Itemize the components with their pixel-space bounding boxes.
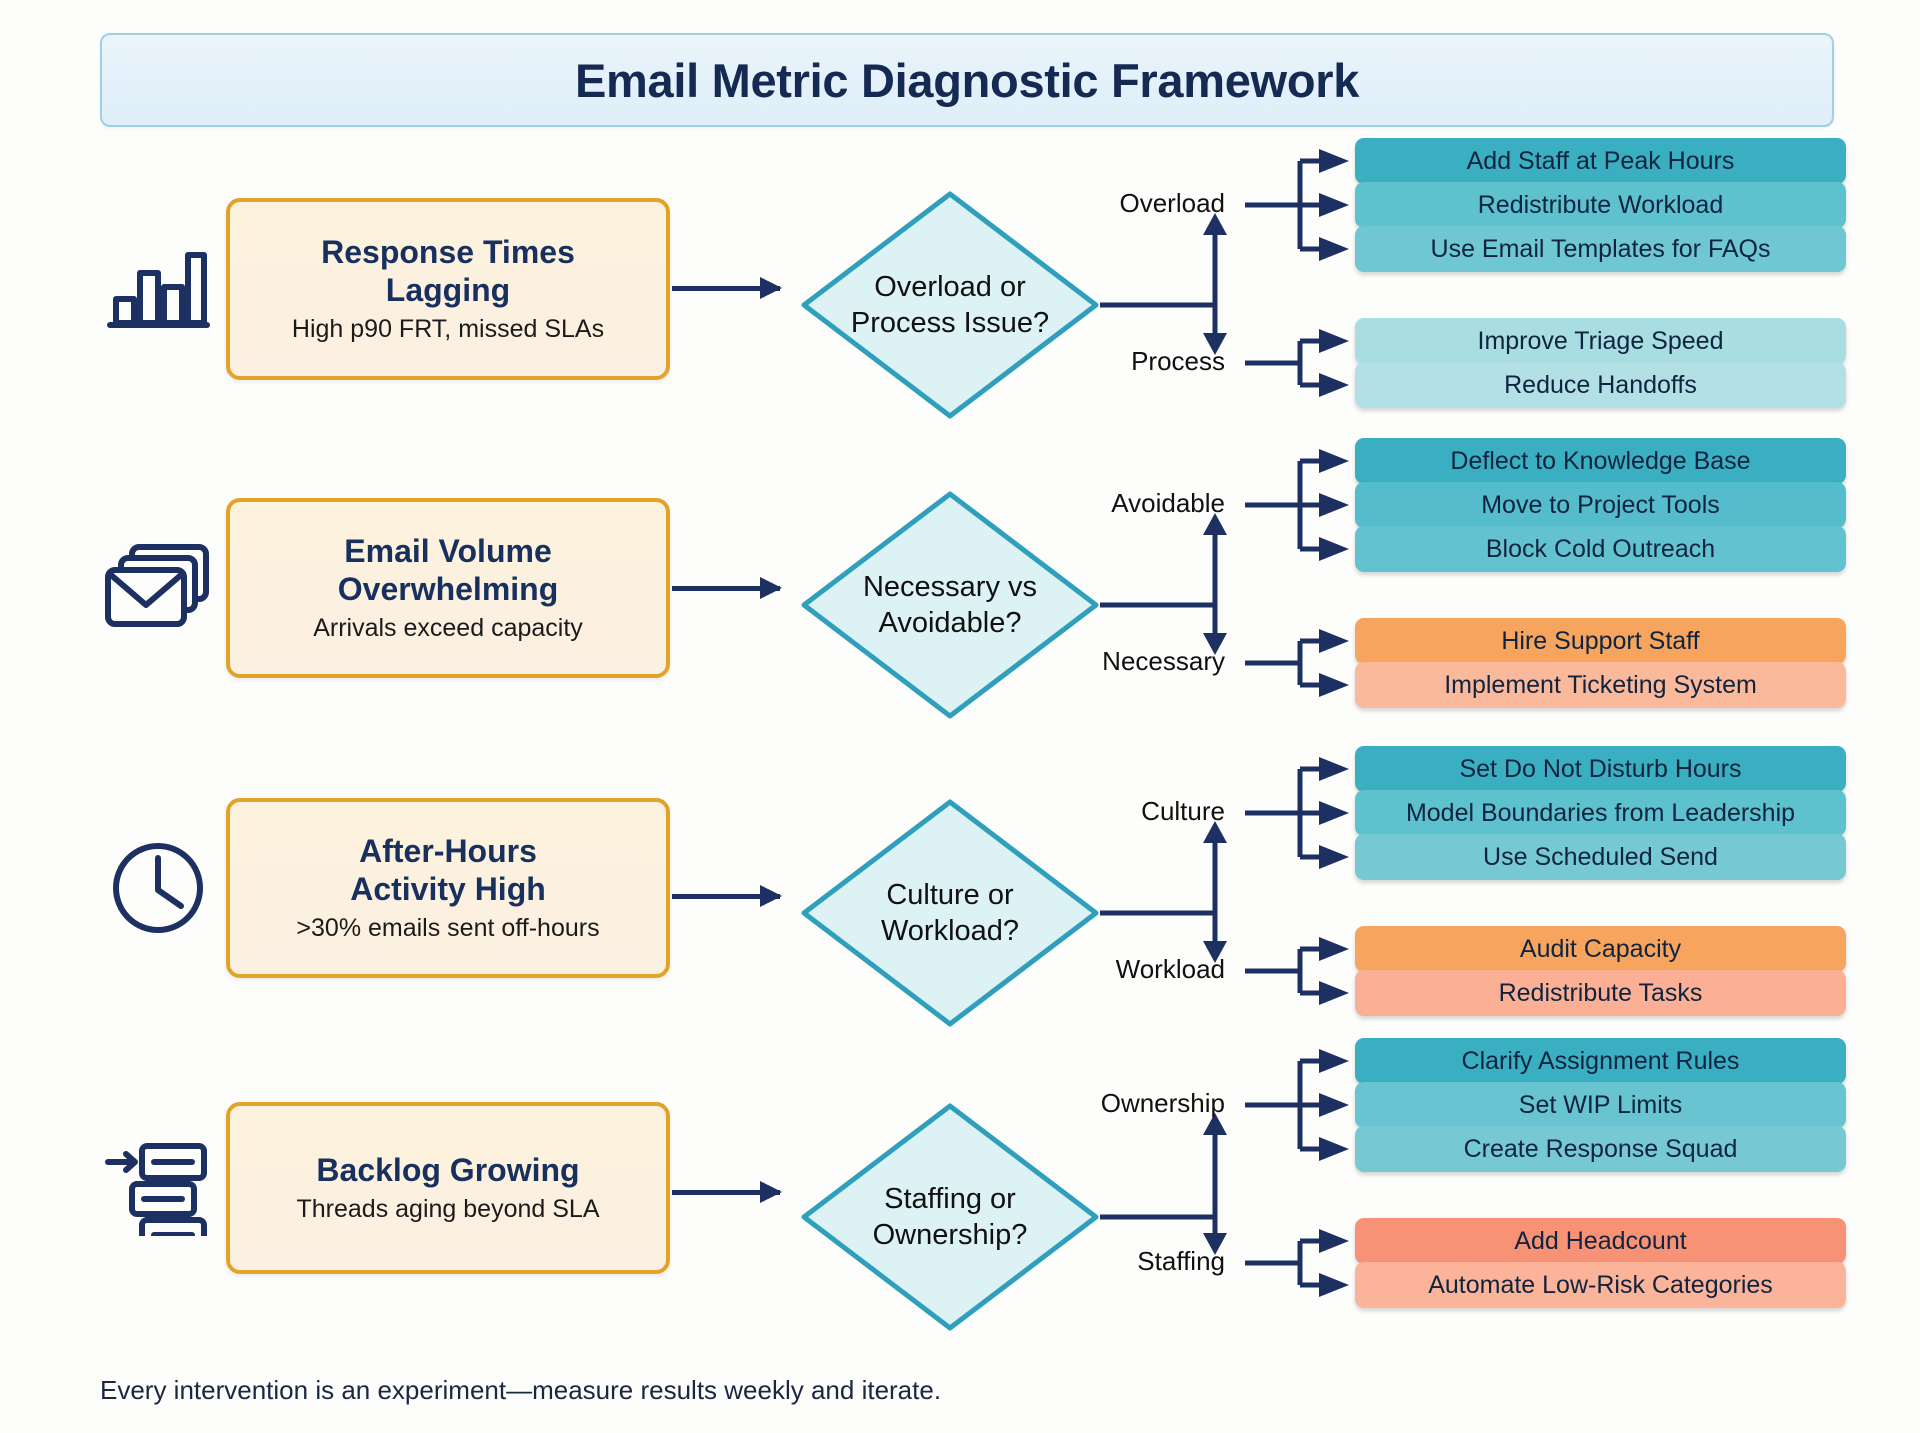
action-pill[interactable]: Set Do Not Disturb Hours	[1355, 746, 1846, 792]
branch-connectors	[0, 400, 1920, 820]
flow-arrow-to-decision	[672, 885, 782, 907]
action-pill[interactable]: Add Headcount	[1355, 1218, 1846, 1264]
problem-title: Response Times	[321, 233, 575, 270]
action-pill[interactable]: Use Scheduled Send	[1355, 834, 1846, 880]
action-pill[interactable]: Deflect to Knowledge Base	[1355, 438, 1846, 484]
bar-chart-icon	[88, 215, 228, 355]
decision-label-line1: Staffing or	[884, 1182, 1016, 1215]
problem-subtitle: High p90 FRT, missed SLAs	[291, 315, 605, 344]
action-pill[interactable]: Use Email Templates for FAQs	[1355, 226, 1846, 272]
branch-connectors	[0, 100, 1920, 520]
action-pill[interactable]: Reduce Handoffs	[1355, 362, 1846, 408]
branch-label: Workload	[1115, 954, 1225, 984]
stacked-envelopes-icon	[88, 515, 228, 655]
action-pill[interactable]: Model Boundaries from Leadership	[1355, 790, 1846, 836]
decision-diamond[interactable]: Overload or Process Issue?	[800, 190, 1100, 420]
branch-connectors	[0, 708, 1920, 1128]
clock-icon	[88, 818, 228, 958]
action-pill[interactable]: Hire Support Staff	[1355, 618, 1846, 664]
branch-connectors	[0, 1000, 1920, 1420]
decision-diamond[interactable]: Staffing or Ownership?	[800, 1102, 1100, 1332]
problem-title: Backlog Growing	[316, 1151, 580, 1188]
decision-label-line1: Overload or	[874, 270, 1026, 303]
decision-label-line1: Necessary vs	[862, 570, 1038, 603]
problem-title: Email Volume	[344, 532, 552, 569]
flow-arrow-to-decision	[672, 277, 782, 299]
backlog-stack-icon	[88, 1118, 228, 1258]
branch-label: Necessary	[1102, 646, 1225, 676]
problem-subtitle: Arrivals exceed capacity	[313, 614, 583, 643]
action-pill[interactable]: Improve Triage Speed	[1355, 318, 1846, 364]
branch-label: Avoidable	[1111, 488, 1225, 518]
branch-label: Staffing	[1137, 1246, 1225, 1276]
problem-subtitle: >30% emails sent off-hours	[296, 914, 600, 943]
action-pill[interactable]: Automate Low-Risk Categories	[1355, 1262, 1846, 1308]
action-pill[interactable]: Redistribute Workload	[1355, 182, 1846, 228]
decision-diamond[interactable]: Culture or Workload?	[800, 798, 1100, 1028]
action-pill[interactable]: Set WIP Limits	[1355, 1082, 1846, 1128]
action-pill[interactable]: Implement Ticketing System	[1355, 662, 1846, 708]
action-pill[interactable]: Create Response Squad	[1355, 1126, 1846, 1172]
decision-diamond[interactable]: Necessary vs Avoidable?	[800, 490, 1100, 720]
problem-title-line2: Activity High	[350, 870, 546, 907]
decision-label-line2: Workload?	[880, 915, 1020, 947]
branch-label: Culture	[1141, 796, 1225, 826]
branch-label: Process	[1131, 346, 1225, 376]
decision-label-line2: Avoidable?	[878, 607, 1022, 639]
page-title-banner: Email Metric Diagnostic Framework	[100, 33, 1834, 127]
problem-title: After-Hours	[359, 832, 537, 869]
action-pill[interactable]: Add Staff at Peak Hours	[1355, 138, 1846, 184]
flow-arrow-to-decision	[672, 1181, 782, 1203]
page-title: Email Metric Diagnostic Framework	[574, 53, 1360, 107]
decision-label-line2: Ownership?	[872, 1219, 1028, 1251]
decision-label-line1: Culture or	[886, 878, 1014, 911]
footer-note: Every intervention is an experiment—meas…	[100, 1375, 942, 1405]
action-pill[interactable]: Move to Project Tools	[1355, 482, 1846, 528]
branch-label: Ownership	[1100, 1088, 1225, 1118]
action-pill[interactable]: Block Cold Outreach	[1355, 526, 1846, 572]
action-pill[interactable]: Redistribute Tasks	[1355, 970, 1846, 1016]
problem-title-line2: Overwhelming	[337, 570, 559, 607]
branch-label: Overload	[1119, 188, 1226, 218]
decision-label-line2: Process Issue?	[850, 307, 1050, 339]
problem-title-line2: Lagging	[385, 271, 511, 308]
action-pill[interactable]: Audit Capacity	[1355, 926, 1846, 972]
problem-subtitle: Threads aging beyond SLA	[296, 1195, 600, 1224]
action-pill[interactable]: Clarify Assignment Rules	[1355, 1038, 1846, 1084]
flow-arrow-to-decision	[672, 577, 782, 599]
